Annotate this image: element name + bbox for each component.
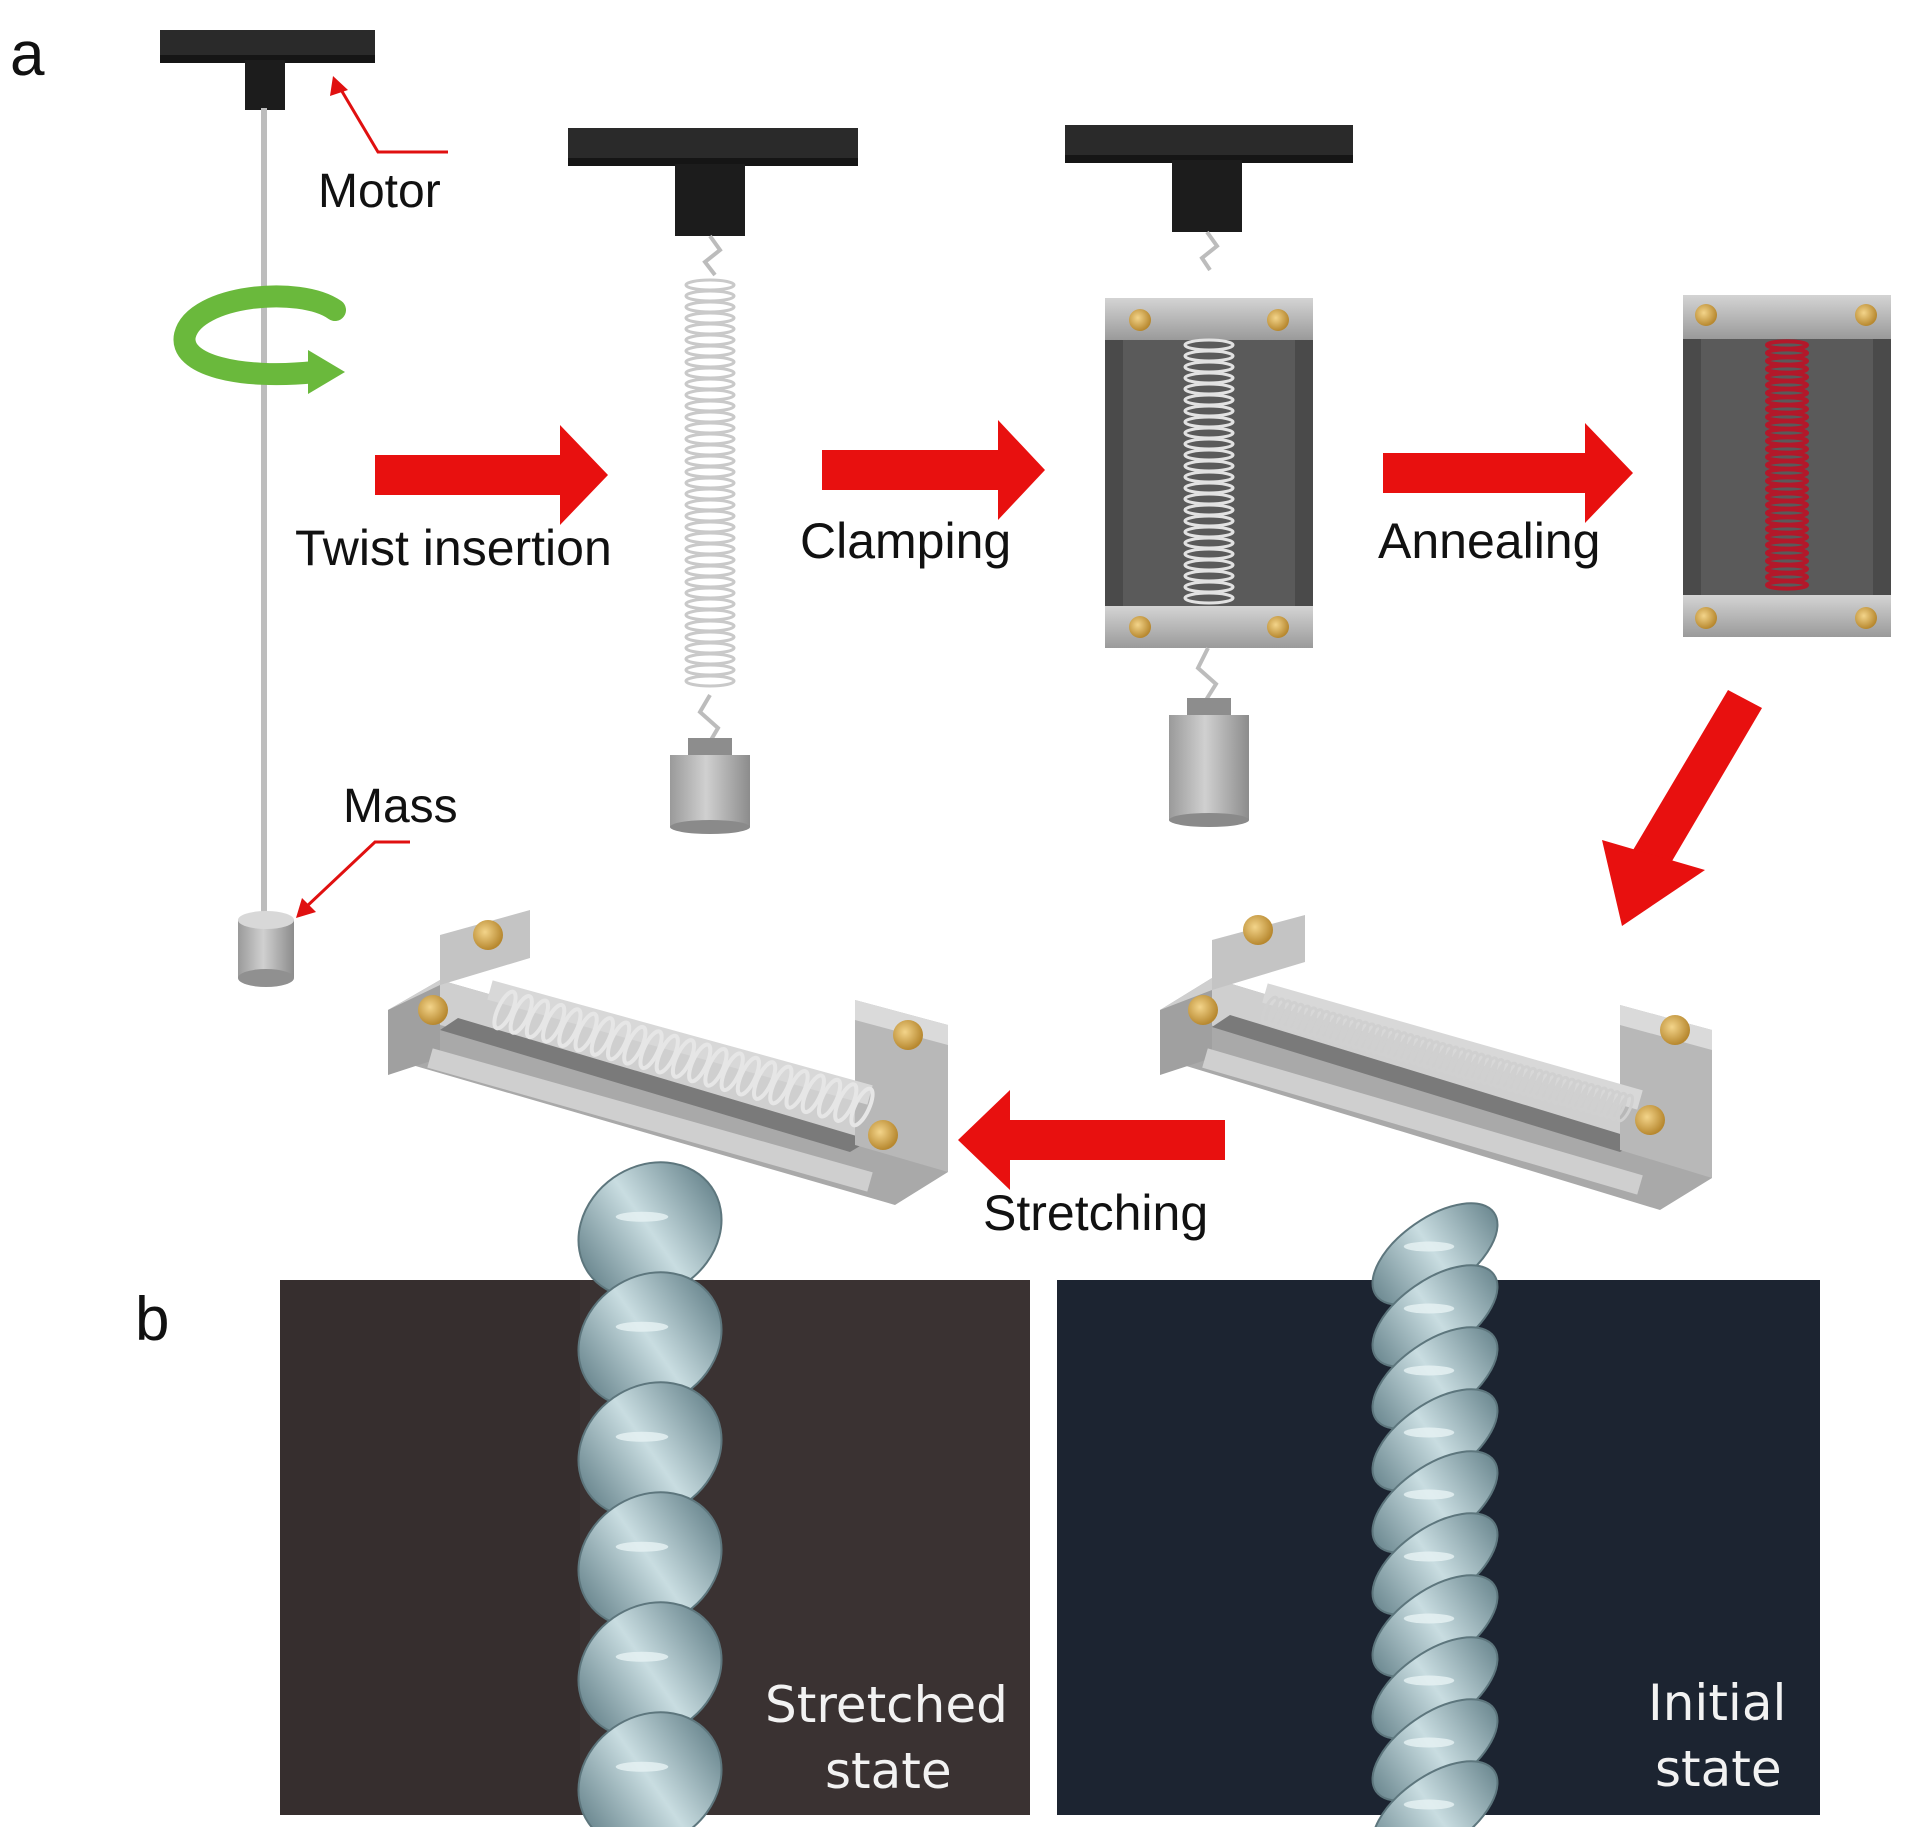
step-label-clamping: Clamping	[800, 513, 1011, 569]
photo-label-initial-1: Initial	[1648, 1674, 1786, 1732]
mass-label: Mass	[343, 780, 458, 833]
motor-1	[160, 30, 375, 110]
motor-pointer	[338, 87, 448, 154]
bolt-icon	[1129, 616, 1151, 638]
bolt-icon	[1855, 304, 1877, 326]
motor-label: Motor	[318, 165, 441, 218]
bolt-icon	[473, 920, 503, 950]
step-label-stretching: Stretching	[983, 1185, 1208, 1241]
bolt-icon	[1635, 1105, 1665, 1135]
step-label-annealing: Annealing	[1378, 513, 1600, 569]
bolt-icon	[1267, 309, 1289, 331]
bolt-icon	[1695, 607, 1717, 629]
mass-2	[670, 738, 750, 834]
process-arrow-icon	[1383, 423, 1633, 523]
bolt-icon	[868, 1120, 898, 1150]
process-arrow-icon	[375, 425, 608, 525]
mass-3	[1169, 698, 1249, 827]
annealed-coil	[1765, 339, 1809, 591]
bolt-icon	[1660, 1015, 1690, 1045]
rotation-arrow-icon	[173, 285, 346, 394]
motor-3	[1065, 125, 1353, 232]
photo-label-stretched-1: Stretched	[765, 1676, 1008, 1734]
photo-stretched: Stretched state	[280, 1161, 1030, 1827]
photo-initial: Initial state	[1057, 1202, 1820, 1827]
fiber-straight	[261, 108, 267, 928]
bolt-icon	[893, 1020, 923, 1050]
coiled-fiber-1	[684, 278, 736, 688]
mass-pointer	[303, 840, 410, 910]
coil-in-rig-initial	[1261, 995, 1634, 1123]
clamp-frame-annealed	[1683, 295, 1891, 637]
process-arrow-icon	[1602, 690, 1762, 926]
step-label-twist: Twist insertion	[295, 520, 612, 576]
bolt-icon	[1243, 915, 1273, 945]
bolt-icon	[1129, 309, 1151, 331]
motor-2	[568, 128, 858, 236]
bolt-icon	[1188, 995, 1218, 1025]
rig-frame-initial	[1160, 915, 1712, 1210]
panel-label-a: a	[10, 20, 45, 89]
mass-1	[238, 911, 294, 987]
process-arrow-icon	[822, 420, 1045, 520]
bolt-icon	[1695, 304, 1717, 326]
photo-label-stretched-2: state	[825, 1742, 952, 1800]
photo-label-initial-2: state	[1655, 1740, 1782, 1798]
panel-label-b: b	[135, 1285, 169, 1354]
bolt-icon	[1855, 607, 1877, 629]
process-arrow-icon	[958, 1090, 1225, 1190]
bolt-icon	[1267, 616, 1289, 638]
clamped-coil	[1183, 338, 1235, 605]
bolt-icon	[418, 995, 448, 1025]
coil-in-rig-stretched	[492, 989, 875, 1128]
rig-frame-stretched	[388, 910, 948, 1205]
